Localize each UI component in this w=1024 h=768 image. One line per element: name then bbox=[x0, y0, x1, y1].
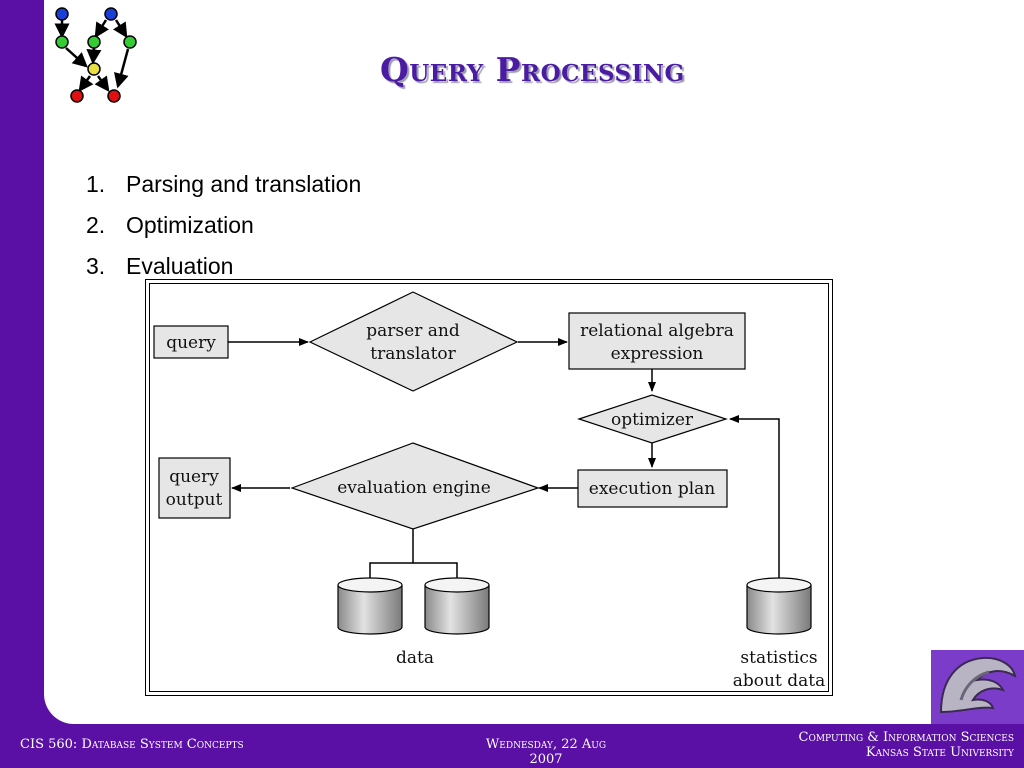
arrow-stats-to-optimizer bbox=[729, 415, 780, 580]
relational-algebra-box bbox=[568, 312, 746, 370]
footer-date: Wednesday, 22 Aug 2007 bbox=[460, 737, 632, 767]
output-label-line1: query bbox=[169, 467, 219, 487]
database-cylinder-icon bbox=[337, 577, 403, 635]
step-text: Evaluation bbox=[126, 253, 234, 279]
step-number: 2. bbox=[86, 212, 106, 238]
stats-label-line2: about data bbox=[733, 671, 825, 691]
parser-label-line1: parser and bbox=[366, 321, 460, 341]
data-label: data bbox=[396, 648, 434, 668]
parser-translator-diamond bbox=[308, 291, 519, 392]
database-cylinder-icon bbox=[746, 577, 812, 635]
kstate-wildcat-logo-icon bbox=[931, 650, 1024, 724]
steps-list: 1. Parsing and translation 2. Optimization… bbox=[86, 168, 361, 291]
evaluation-engine-label: evaluation engine bbox=[337, 478, 491, 498]
diagram-connectors bbox=[228, 338, 780, 580]
slide-footer: CIS 560: Database System Concepts Wednes… bbox=[0, 724, 1024, 768]
query-label: query bbox=[166, 333, 216, 353]
footer-dept-line2: Kansas State University bbox=[865, 745, 1014, 760]
graph-logo-icon bbox=[54, 7, 137, 103]
evaluation-engine-diamond bbox=[290, 442, 540, 530]
relalg-label-line1: relational algebra bbox=[580, 321, 734, 341]
slide-title: Query Processing bbox=[380, 50, 685, 89]
list-item: 2. Optimization bbox=[86, 209, 361, 250]
step-text: Optimization bbox=[126, 212, 254, 238]
output-label-line2: output bbox=[166, 490, 223, 510]
step-number: 3. bbox=[86, 253, 106, 279]
footer-date-line1: Wednesday, 22 Aug bbox=[485, 737, 607, 752]
execution-plan-label: execution plan bbox=[589, 479, 715, 499]
database-cylinder-icon bbox=[424, 577, 490, 635]
relalg-label-line2: expression bbox=[611, 344, 704, 364]
footer-department: Computing & Information Sciences Kansas … bbox=[799, 730, 1014, 760]
list-item: 3. Evaluation bbox=[86, 250, 361, 291]
connector-engine-to-data-2 bbox=[413, 562, 458, 580]
diagram-inner-frame bbox=[149, 283, 829, 692]
step-number: 1. bbox=[86, 171, 106, 197]
parser-label-line2: translator bbox=[370, 344, 456, 364]
stats-label-line1: statistics bbox=[740, 648, 817, 668]
footer-course: CIS 560: Database System Concepts bbox=[20, 737, 244, 752]
execution-plan-box bbox=[577, 469, 728, 508]
footer-date-line2: 2007 bbox=[529, 752, 563, 767]
optimizer-diamond bbox=[577, 394, 728, 444]
optimizer-label: optimizer bbox=[611, 410, 694, 430]
footer-dept-line1: Computing & Information Sciences bbox=[798, 730, 1014, 745]
query-output-box bbox=[158, 457, 231, 519]
list-item: 1. Parsing and translation bbox=[86, 168, 361, 209]
connector-engine-to-data-1 bbox=[369, 529, 414, 580]
diagram-canvas: query parser and translator relational a… bbox=[153, 291, 825, 691]
step-text: Parsing and translation bbox=[126, 171, 362, 197]
query-box bbox=[153, 325, 229, 359]
query-processing-diagram: query parser and translator relational a… bbox=[145, 279, 833, 696]
